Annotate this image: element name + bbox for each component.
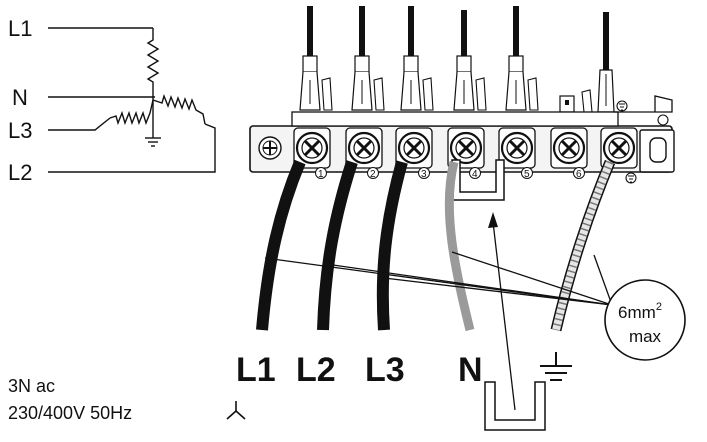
terminal-number-6: 6 bbox=[573, 167, 585, 180]
cable-labels: L1 L2 L3 N bbox=[236, 351, 483, 389]
schematic-label-l2: L2 bbox=[8, 160, 32, 185]
schematic-label-n: N bbox=[12, 85, 28, 110]
spec-callout: 6mm2 max bbox=[604, 279, 686, 361]
schematic-label-l3: L3 bbox=[8, 118, 32, 143]
svg-text:2: 2 bbox=[370, 169, 376, 180]
incoming-wire-5 bbox=[505, 6, 539, 111]
spec-limit: max bbox=[629, 327, 662, 346]
schematic-l3-line bbox=[48, 117, 111, 131]
leader-lines bbox=[264, 251, 613, 306]
terminal-screw-3 bbox=[395, 127, 433, 169]
incoming-wires bbox=[299, 6, 615, 113]
incoming-wire-4 bbox=[453, 10, 487, 111]
supply-cables bbox=[256, 159, 616, 332]
spec-exponent: 2 bbox=[656, 301, 662, 313]
supply-note-line2: 230/400V 50Hz bbox=[8, 403, 132, 423]
terminal-screw-5 bbox=[498, 127, 536, 169]
terminal-screw-2 bbox=[345, 127, 383, 169]
terminal-screw-4 bbox=[447, 127, 485, 169]
incoming-wire-1 bbox=[299, 6, 333, 111]
svg-text:6: 6 bbox=[576, 169, 582, 180]
schematic-label-l1: L1 bbox=[8, 16, 32, 41]
cable-n bbox=[444, 160, 475, 332]
terminal-screw-1 bbox=[293, 127, 331, 169]
terminal-block: 1 2 3 4 5 6 bbox=[249, 95, 675, 184]
spare-bridge-link bbox=[484, 212, 546, 431]
cable-label-n: N bbox=[458, 351, 483, 389]
earth-bracket bbox=[614, 95, 675, 184]
terminal-number-5: 5 bbox=[521, 167, 533, 180]
cable-label-l3: L3 bbox=[365, 351, 405, 389]
cable-l2 bbox=[317, 160, 358, 331]
cable-l1 bbox=[256, 159, 306, 331]
incoming-wire-6 bbox=[597, 12, 615, 113]
svg-text:3: 3 bbox=[421, 169, 427, 180]
schematic-l2-line bbox=[48, 123, 216, 173]
svg-text:6mm2: 6mm2 bbox=[618, 301, 662, 322]
move-arrow-head bbox=[488, 212, 498, 228]
star-schematic bbox=[48, 27, 216, 173]
supply-note: 3N ac 230/400V 50Hz bbox=[8, 376, 246, 423]
mounting-screw-icon bbox=[258, 136, 282, 160]
terminal-block-lip bbox=[291, 111, 619, 127]
incoming-wire-3 bbox=[400, 6, 434, 111]
terminal-screw-earth bbox=[600, 127, 638, 169]
star-connection-icon bbox=[226, 401, 246, 420]
svg-text:4: 4 bbox=[472, 169, 478, 180]
cable-label-l1: L1 bbox=[236, 351, 276, 389]
resistor-l2 bbox=[152, 93, 206, 125]
terminal-number-2: 2 bbox=[367, 167, 379, 180]
spec-size: 6mm bbox=[618, 303, 656, 322]
schematic-labels: L1 N L3 L2 bbox=[8, 16, 32, 185]
terminal-number-4: 4 bbox=[469, 167, 481, 180]
svg-text:5: 5 bbox=[524, 169, 530, 180]
cable-l3 bbox=[376, 160, 408, 331]
terminal-number-1: 1 bbox=[315, 167, 327, 180]
incoming-wire-2 bbox=[351, 6, 385, 111]
terminal-6-tab bbox=[559, 89, 593, 113]
terminal-number-3: 3 bbox=[418, 167, 430, 180]
supply-note-line1: 3N ac bbox=[8, 376, 55, 396]
earth-symbol-icon bbox=[540, 352, 572, 381]
terminal-screw-6 bbox=[550, 127, 588, 169]
move-arrow-shaft bbox=[492, 221, 516, 411]
cable-label-l2: L2 bbox=[296, 351, 336, 389]
resistor-l1 bbox=[146, 28, 160, 100]
svg-text:1: 1 bbox=[318, 169, 324, 180]
resistor-l3 bbox=[109, 99, 154, 126]
